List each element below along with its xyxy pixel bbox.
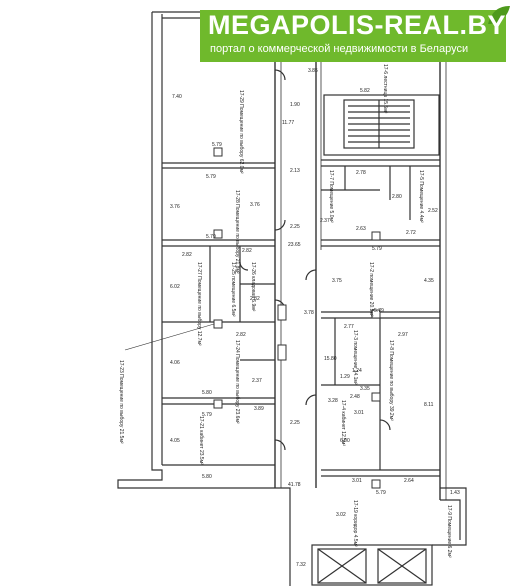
room-label: 17-27 Помещение по выбору 12.7м² (196, 262, 202, 346)
dim-label: 3.75 (332, 278, 342, 284)
site-title: MEGAPOLIS-REAL.BY (208, 10, 507, 40)
dim-label: 2.80 (392, 194, 402, 200)
room-label: 17-24 Помещение по выбору 23.6м² (234, 340, 240, 424)
dim-label: 5.79 (376, 490, 386, 496)
dim-label: 11.77 (282, 120, 294, 126)
dim-label: 15.80 (324, 356, 337, 362)
dim-label: 3.01 (354, 410, 364, 416)
dim-label: 3.85 (308, 68, 318, 74)
dim-label: 2.25 (290, 224, 300, 230)
dim-label: 2.82 (250, 296, 260, 302)
dim-label: 2.13 (290, 168, 300, 174)
dim-label: 5.79 (212, 142, 222, 148)
dim-label: 2.37 (320, 218, 330, 224)
dim-label: 1.24 (352, 368, 362, 374)
dim-label: 4.05 (170, 438, 180, 444)
dim-label: 4.06 (170, 360, 180, 366)
dim-label: 5.82 (360, 88, 370, 94)
dim-label: 23.65 (288, 242, 301, 248)
dim-label: 3.76 (250, 202, 260, 208)
room-label: 17-8 Помещение по выбору 39.2м² (388, 340, 394, 421)
room-label: 17-25 помещение 6.5м² (230, 262, 236, 317)
dim-label: 1.90 (290, 102, 300, 108)
room-label: 17-28 Помещение по выбору 21.8м² (234, 190, 240, 274)
dim-label: 41.78 (288, 482, 301, 488)
room-label: 17-21 кабинет 23.5м² (198, 416, 204, 465)
dim-label: 3.78 (304, 310, 314, 316)
dim-label: 5.79 (206, 174, 216, 180)
dim-label: 5.79 (202, 412, 212, 418)
dim-label: 4.35 (424, 278, 434, 284)
dim-label: 3.76 (170, 204, 180, 210)
dim-label: 8.11 (424, 402, 434, 408)
leaf-icon (488, 6, 510, 24)
dim-label: 3.89 (254, 406, 264, 412)
room-label: 17-23 Помещение по выбору 21.5м² (118, 360, 124, 444)
dim-label: 7.32 (296, 562, 306, 568)
dim-label: 2.97 (398, 332, 408, 338)
dim-label: 2.82 (242, 248, 252, 254)
dim-label: 5.80 (202, 474, 212, 480)
dim-label: 5.80 (202, 390, 212, 396)
dim-label: 3.35 (360, 386, 370, 392)
dim-label: 3.01 (352, 478, 362, 484)
room-label: 17-29 Помещение по выбору 62.0м² (238, 90, 244, 174)
dim-label: 2.82 (182, 252, 192, 258)
room-label: 17-26 кладовая 6.9м² (250, 262, 256, 312)
dim-label: 2.48 (350, 394, 360, 400)
dim-label: 2.64 (404, 478, 414, 484)
dim-label: 5.79 (372, 246, 382, 252)
dim-label: 6.02 (170, 284, 180, 290)
room-label: 17-9 Помещение 6.2м² (446, 505, 452, 558)
dim-label: 2.72 (406, 230, 416, 236)
dim-label: 3.02 (336, 512, 346, 518)
dim-label: 2.77 (344, 324, 354, 330)
room-label: 17-3 помещение 14.1м² (352, 330, 358, 385)
dim-label: 2.63 (356, 226, 366, 232)
room-label: 17-6 лестница 15.5м² (382, 64, 388, 114)
dim-label: 1.29 (340, 374, 350, 380)
room-label: 17-4 кабинет 12.5м² (340, 400, 346, 446)
room-label: 17-19 коридор 4.5м² (352, 500, 358, 547)
room-label: 17-5 Помещение 4.4м² (418, 170, 424, 223)
dim-label: 6.00 (340, 438, 350, 444)
site-banner[interactable]: MEGAPOLIS-REAL.BY портал о коммерческой … (200, 6, 510, 62)
dim-label: 1.43 (450, 490, 460, 496)
room-label: 17-2 помещение 20.9м² (368, 262, 374, 317)
site-subtitle: портал о коммерческой недвижимости в Бел… (210, 43, 469, 55)
dim-label: 2.37 (252, 378, 262, 384)
dim-label: 2.78 (356, 170, 366, 176)
room-label: 17-7 Помещение 5.0м² (328, 170, 334, 223)
dim-label: 3.28 (328, 398, 338, 404)
dim-label: 5.79 (374, 308, 384, 314)
dim-label: 2.52 (428, 208, 438, 214)
dim-label: 7.40 (172, 94, 182, 100)
dim-label: 2.25 (290, 420, 300, 426)
dim-label: 2.82 (236, 332, 246, 338)
dim-label: 5.79 (206, 234, 216, 240)
